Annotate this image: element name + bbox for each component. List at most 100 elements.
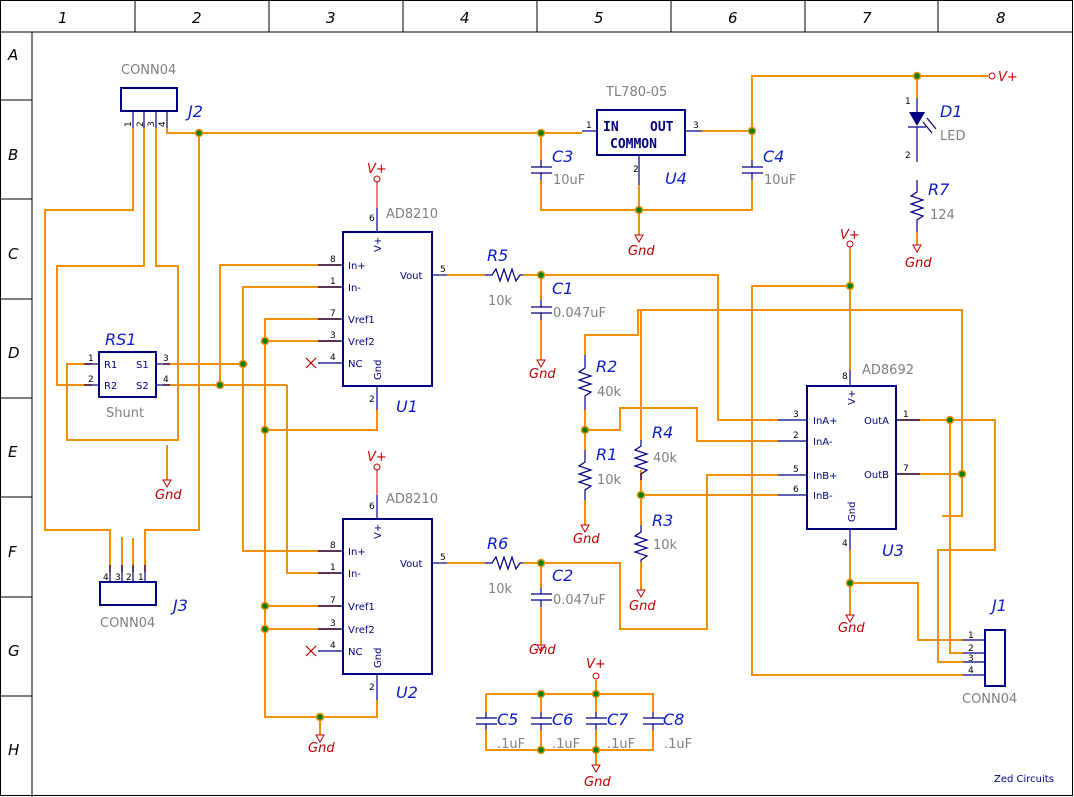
svg-text:OutA: OutA — [864, 416, 889, 427]
connector-j3: 4 3 2 1 CONN04 J3 — [99, 565, 188, 631]
junction-dot — [912, 71, 922, 81]
c1-value: 0.047uF — [553, 306, 606, 321]
svg-text:4: 4 — [330, 641, 336, 651]
col-label: 2 — [192, 9, 202, 27]
j1-value: CONN04 — [962, 692, 1017, 707]
vplus-symbol: V+ — [586, 657, 606, 680]
svg-text:R1: R1 — [104, 360, 117, 371]
svg-text:Vout: Vout — [400, 559, 423, 570]
svg-text:V+: V+ — [367, 162, 387, 177]
r1-ref: R1 — [596, 445, 617, 464]
svg-text:InB-: InB- — [813, 491, 833, 502]
gnd-symbol: Gnd — [584, 764, 611, 790]
r6-value: 10k — [488, 582, 513, 597]
gnd-symbol: Gnd — [308, 734, 335, 756]
c1-ref: C1 — [552, 279, 573, 298]
svg-text:IN: IN — [603, 120, 619, 135]
svg-text:4: 4 — [103, 573, 109, 583]
u4-value: TL780-05 — [605, 85, 667, 100]
svg-text:NC: NC — [348, 359, 362, 370]
svg-text:3: 3 — [147, 121, 157, 127]
svg-text:2: 2 — [369, 683, 375, 693]
svg-text:1: 1 — [138, 573, 144, 583]
r7-value: 124 — [930, 208, 955, 223]
c2-ref: C2 — [552, 566, 573, 585]
gnd-symbol: Gnd — [629, 589, 656, 614]
u4-ref: U4 — [665, 169, 687, 188]
svg-text:2: 2 — [369, 395, 375, 405]
svg-text:2: 2 — [968, 644, 974, 654]
svg-text:4: 4 — [330, 353, 336, 363]
junction-dot — [260, 601, 270, 611]
junction-dot — [845, 281, 855, 291]
svg-text:3: 3 — [163, 354, 169, 364]
c8-value: .1uF — [664, 737, 692, 752]
rs1-value: Shunt — [106, 406, 144, 421]
svg-text:Gnd: Gnd — [373, 360, 384, 380]
row-label: E — [8, 443, 18, 461]
amplifier-u1: In+ In- Vref1 Vref2 NC Vout V+ Gnd 8 1 7… — [305, 207, 447, 416]
svg-text:5: 5 — [440, 265, 446, 275]
c2-value: 0.047uF — [553, 593, 606, 608]
capacitor-c5: C5 .1uF — [476, 710, 525, 752]
svg-text:Vref1: Vref1 — [348, 602, 375, 613]
capacitor-c8: C8 .1uF — [643, 710, 692, 752]
svg-text:NC: NC — [348, 647, 362, 658]
resistor-r3: R3 10k — [633, 511, 678, 562]
svg-text:V+: V+ — [373, 524, 384, 539]
c3-value: 10uF — [553, 173, 585, 188]
resistor-r2: R2 40k — [577, 355, 622, 410]
junction-dot — [536, 270, 546, 280]
row-label: A — [7, 46, 18, 64]
svg-text:1: 1 — [586, 121, 592, 131]
svg-text:5: 5 — [793, 465, 799, 475]
r4-ref: R4 — [652, 423, 673, 442]
svg-text:3: 3 — [330, 331, 336, 341]
d1-value: LED — [940, 129, 965, 144]
rs1-ref: RS1 — [105, 330, 136, 349]
col-label: 5 — [594, 9, 604, 27]
junction-dot — [580, 425, 590, 435]
c4-ref: C4 — [763, 147, 784, 166]
junction-dot — [260, 624, 270, 634]
c8-ref: C8 — [663, 710, 684, 729]
svg-text:Gnd: Gnd — [308, 741, 335, 756]
junction-dot — [260, 425, 270, 435]
r1-value: 10k — [597, 473, 622, 488]
svg-text:Gnd: Gnd — [628, 244, 655, 259]
svg-text:1: 1 — [88, 354, 94, 364]
svg-text:8: 8 — [330, 541, 336, 551]
svg-text:6: 6 — [369, 214, 375, 224]
col-label: 3 — [326, 9, 336, 27]
svg-text:In-: In- — [348, 569, 361, 580]
resistor-r7: R7 124 — [909, 180, 955, 232]
u1-ref: U1 — [396, 397, 418, 416]
svg-text:V+: V+ — [847, 390, 858, 405]
svg-text:2: 2 — [793, 431, 799, 441]
capacitor-c2: C2 0.047uF — [531, 566, 606, 608]
svg-text:InA+: InA+ — [813, 416, 838, 427]
junction-dot — [315, 712, 325, 722]
shunt-rs1: R1 R2 S1 S2 1 2 3 4 RS1 Shunt — [84, 330, 170, 421]
vplus-symbol: V+ — [840, 228, 860, 250]
gnd-symbol: Gnd — [628, 234, 655, 259]
r6-ref: R6 — [487, 534, 508, 553]
c7-value: .1uF — [607, 737, 635, 752]
brand-label: Zed Circuits — [994, 774, 1054, 785]
c3-ref: C3 — [552, 147, 573, 166]
junction-dot — [536, 558, 546, 568]
gnd-symbol: Gnd — [155, 479, 182, 503]
row-label: C — [8, 245, 19, 263]
power-symbols: V+ V+ V+ V+ V+ Gnd Gnd — [155, 70, 1018, 790]
svg-text:Gnd: Gnd — [155, 488, 182, 503]
junction-dot — [591, 745, 601, 755]
junction-dot — [845, 578, 855, 588]
svg-text:7: 7 — [330, 596, 336, 606]
j2-value: CONN04 — [121, 63, 176, 78]
r3-ref: R3 — [652, 511, 673, 530]
svg-text:8: 8 — [330, 255, 336, 265]
vplus-symbol: V+ — [367, 450, 387, 495]
svg-text:Vref2: Vref2 — [348, 337, 375, 348]
gnd-symbol: Gnd — [573, 524, 600, 547]
